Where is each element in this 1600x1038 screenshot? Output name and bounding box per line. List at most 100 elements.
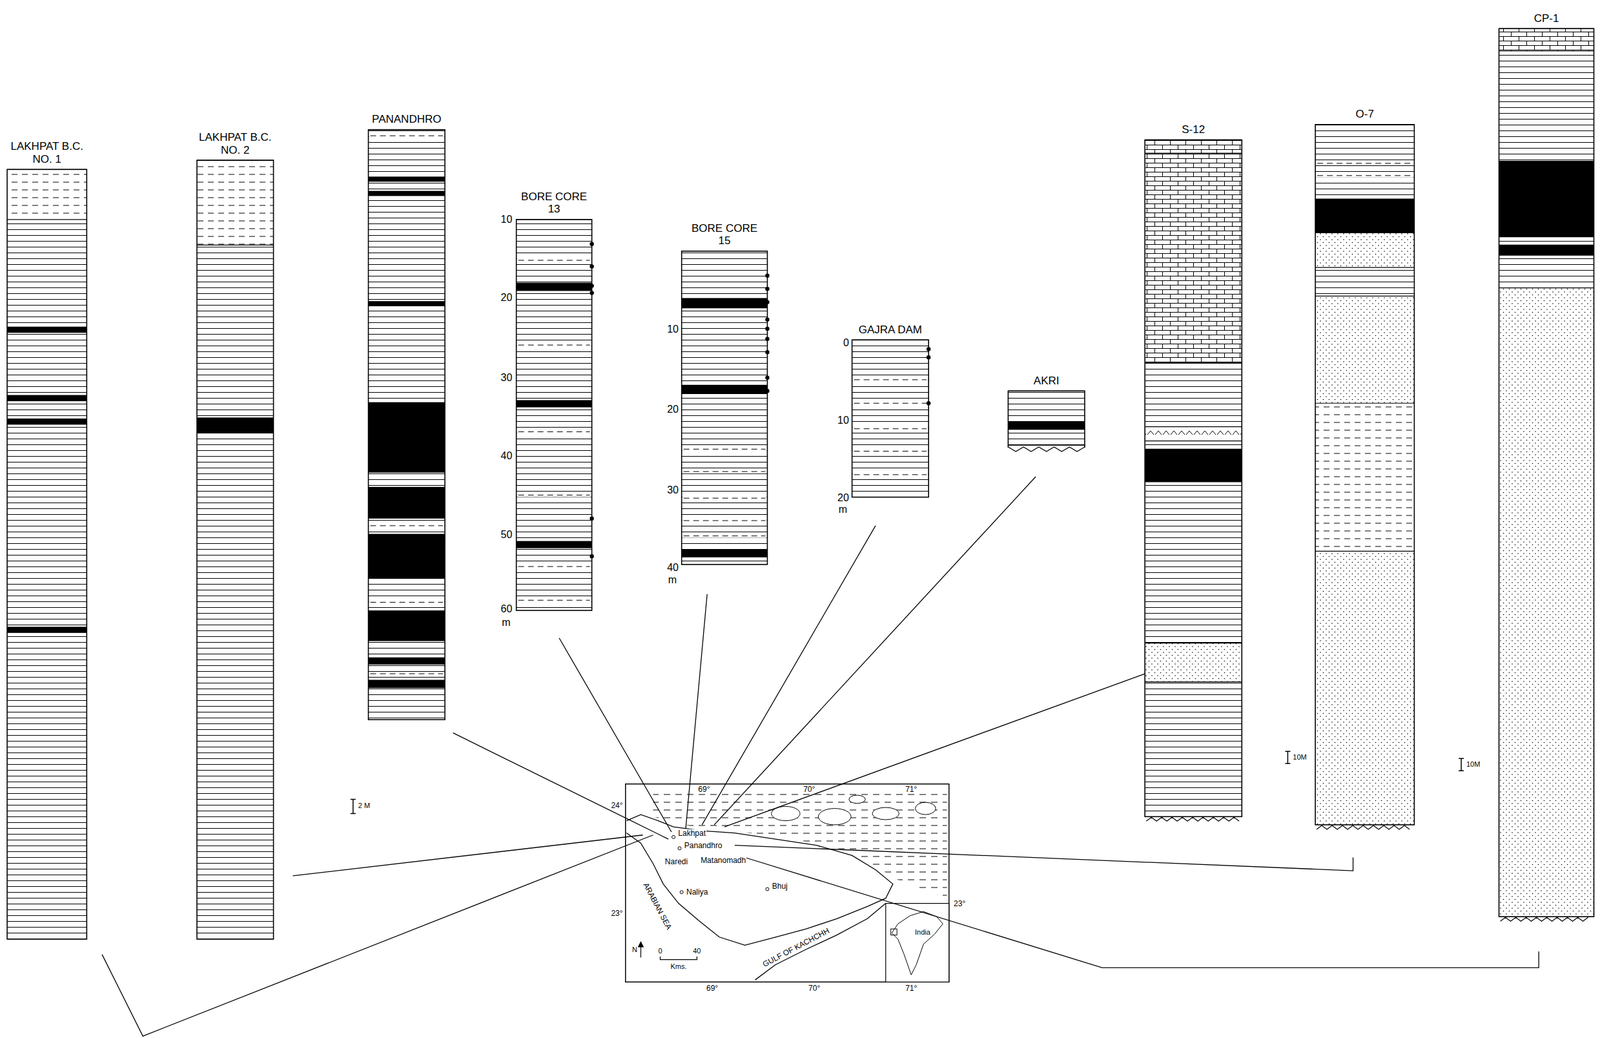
island: [872, 807, 899, 820]
dash-ground: [682, 518, 768, 523]
dash-ground: [852, 377, 929, 382]
shale-parting: [683, 497, 766, 499]
country-name: India: [914, 929, 932, 937]
lignite-seam: [368, 191, 446, 197]
unit-boundary: [1144, 481, 1242, 482]
sample-dot: [589, 264, 594, 268]
lithology-unit: [1315, 267, 1415, 296]
sample-dot: [589, 290, 594, 295]
sample-dot: [765, 349, 770, 354]
strat-column: BORE CORE 13: [518, 190, 590, 611]
dash-ground: [682, 495, 768, 500]
lignite-seam: [368, 657, 446, 665]
scale-label: 40: [692, 947, 702, 955]
shale-parting: [683, 471, 766, 472]
strat-column: PANANDHRO: [364, 112, 449, 720]
scale-bar: [1458, 758, 1464, 771]
dash-ground: [852, 449, 929, 454]
unit-boundary: [196, 244, 274, 246]
strat-column-art: [1499, 28, 1595, 921]
depth-tick: 10: [837, 415, 850, 427]
sample-dot: [765, 273, 770, 277]
strat-column-art: [7, 169, 87, 939]
unit-boundary: [1144, 152, 1242, 154]
strat-column-art: [1144, 140, 1242, 822]
unit-boundary: [1144, 681, 1242, 682]
sample-dot: [765, 336, 770, 341]
strat-column: LAKHPAT B.C. NO. 2: [196, 131, 274, 939]
lignite-seam: [7, 418, 87, 425]
unit-boundary: [1144, 440, 1242, 442]
strat-column: S-12: [1167, 123, 1220, 817]
column-title: GAJRA DAM: [848, 323, 933, 337]
shale-parting: [854, 402, 928, 404]
lignite-seam: [368, 402, 446, 473]
lignite-seam: [681, 384, 768, 394]
column-outline: [1007, 390, 1085, 445]
unit-boundary: [1315, 266, 1415, 268]
dash-ground: [682, 469, 768, 474]
depth-tick: 40: [501, 450, 513, 462]
lithology-unit: [7, 169, 87, 219]
shale-parting: [518, 431, 591, 432]
column-outline: [1007, 444, 1085, 448]
lithology-unit: [1144, 153, 1242, 363]
strat-column: CP-1: [1520, 12, 1573, 917]
lithology-unit: [1144, 448, 1242, 482]
lithology-unit: [1315, 295, 1415, 403]
dash-ground: [852, 472, 929, 477]
leader-line: [293, 834, 644, 876]
strat-column: O-7: [1339, 107, 1391, 825]
leader-line: [745, 857, 1540, 968]
scale-bar: [350, 798, 356, 813]
column-title: CP-1: [1520, 12, 1573, 26]
leader-line: [685, 594, 708, 829]
lithology-unit: [1499, 287, 1595, 917]
sample-dot: [765, 300, 770, 305]
lithology-unit: [1144, 426, 1242, 442]
leader-line: [714, 476, 1036, 825]
island: [915, 801, 937, 815]
shale-parting: [518, 344, 591, 346]
longitude: 70°: [807, 983, 821, 992]
strat-column-art: [196, 160, 274, 939]
strat-column-art: [681, 251, 770, 565]
lignite-seam: [196, 417, 274, 433]
lignite-seam: [368, 610, 446, 641]
town-marker: [672, 834, 676, 839]
scale-bar: [1284, 750, 1291, 764]
sample-dot: [765, 317, 770, 321]
unit-boundary: [1499, 254, 1595, 256]
longitude: 70°: [802, 784, 816, 793]
lignite-seam: [368, 533, 446, 580]
unit-boundary: [1315, 295, 1415, 297]
column-outline: [516, 219, 593, 611]
unit-boundary: [1144, 448, 1242, 450]
lithology-unit: [1315, 198, 1415, 233]
map-frame: [625, 783, 950, 983]
unit-boundary: [1499, 287, 1595, 288]
lithology-unit: [1315, 232, 1415, 268]
shale-parting: [683, 519, 766, 521]
column-title: PANANDHRO: [364, 112, 449, 126]
shale-parting: [370, 673, 444, 675]
depth-tick: 40: [666, 561, 679, 573]
rann-area: [652, 791, 947, 898]
saurashtra-coast: [754, 903, 886, 981]
dash-ground: [852, 400, 929, 405]
depth-unit: m: [668, 574, 677, 585]
lithology-unit: [1499, 51, 1595, 162]
column-title: S-12: [1167, 123, 1220, 137]
shale-parting: [1317, 162, 1413, 164]
strat-column-art: [852, 339, 932, 497]
lithology-unit: [1499, 161, 1595, 237]
lithology-unit: [1315, 402, 1415, 551]
dash-ground: [517, 492, 592, 497]
leader-line: [701, 525, 876, 825]
dash-ground: [852, 426, 929, 431]
dash-ground: [369, 133, 445, 138]
scale-label: 0: [657, 947, 663, 955]
unit-boundary: [1315, 402, 1415, 404]
lithology-unit: [681, 251, 768, 565]
shale-parting: [370, 524, 444, 526]
